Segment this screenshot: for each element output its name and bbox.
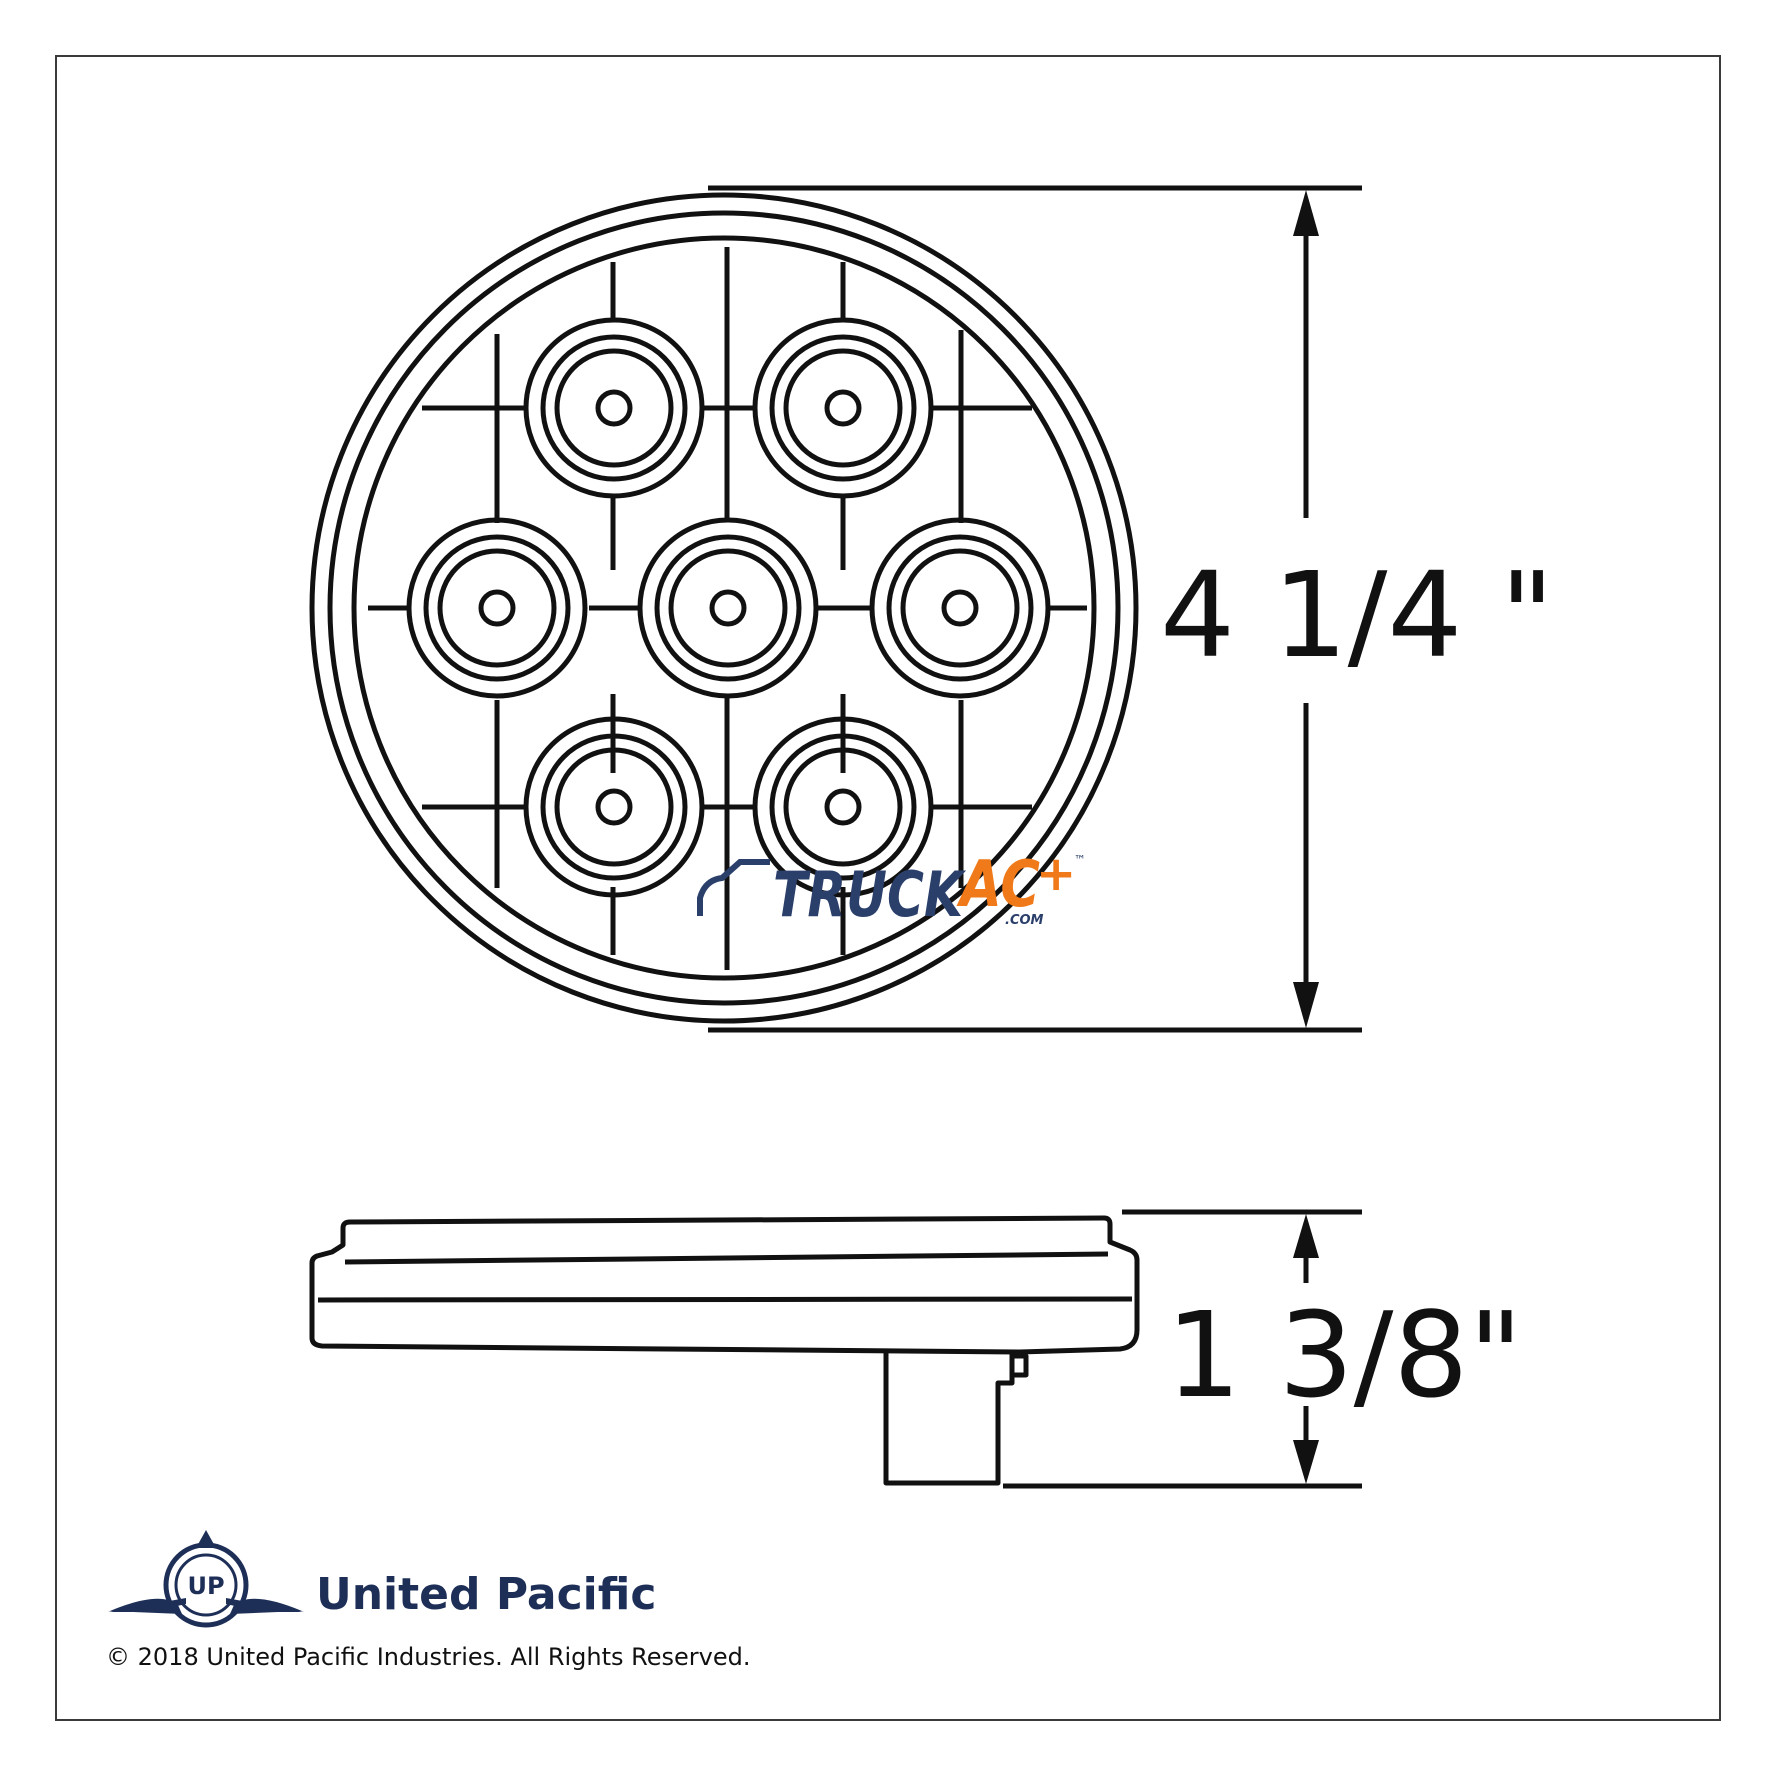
- copyright-notice: © 2018 United Pacific Industries. All Ri…: [106, 1643, 751, 1671]
- logo-emblem-inner: [174, 1553, 238, 1617]
- watermark-tm: ™: [1074, 853, 1086, 867]
- watermark-domain: .COM: [1005, 913, 1044, 928]
- drawing-frame: [55, 55, 1721, 1721]
- watermark-plus: +: [1036, 846, 1076, 902]
- lens-grid: [368, 247, 1087, 970]
- diameter-dimension: [708, 185, 1362, 1033]
- brand-name: United Pacific: [316, 1569, 656, 1620]
- diameter-arrow-down: [1293, 982, 1319, 1028]
- led-bottom-right: [752, 716, 934, 898]
- united-pacific-logo: UP United Pacific: [108, 1530, 656, 1628]
- truckac-watermark: TRUCK AC + ™ .COM: [697, 846, 1086, 931]
- depth-label: 1 3/8": [1166, 1286, 1523, 1424]
- led-top-left: [523, 317, 705, 499]
- outer-rim-ellipse: [309, 192, 1139, 1024]
- side-view-connector-tab: [1012, 1353, 1029, 1378]
- side-view-housing: [309, 1215, 1140, 1355]
- depth-arrow-up: [1293, 1214, 1319, 1258]
- truck-icon: [697, 859, 770, 916]
- side-view-base-edge: [317, 1296, 1133, 1303]
- middle-rim-ellipse: [327, 210, 1121, 1006]
- watermark-ac-text: AC: [956, 848, 1040, 922]
- inner-rim-ellipse: [351, 235, 1097, 981]
- depth-arrow-down: [1293, 1440, 1319, 1484]
- side-view-lens-edge: [344, 1251, 1109, 1265]
- led-middle-left: [406, 517, 588, 699]
- side-view: [309, 1215, 1140, 1486]
- diameter-arrow-up: [1293, 190, 1319, 236]
- logo-emblem-letters: UP: [187, 1572, 224, 1600]
- led-center: [637, 517, 819, 699]
- front-view: [309, 192, 1139, 1024]
- led-top-right: [752, 317, 934, 499]
- watermark-truck-text: TRUCK: [773, 858, 966, 931]
- logo-wing-sweep: [110, 1598, 302, 1614]
- logo-emblem-peak: [196, 1530, 216, 1548]
- diameter-label: 4 1/4 ": [1160, 546, 1554, 684]
- led-bottom-left: [523, 716, 705, 898]
- depth-dimension: [1003, 1209, 1362, 1489]
- side-view-connector: [883, 1352, 1015, 1486]
- led-middle-right: [869, 517, 1051, 699]
